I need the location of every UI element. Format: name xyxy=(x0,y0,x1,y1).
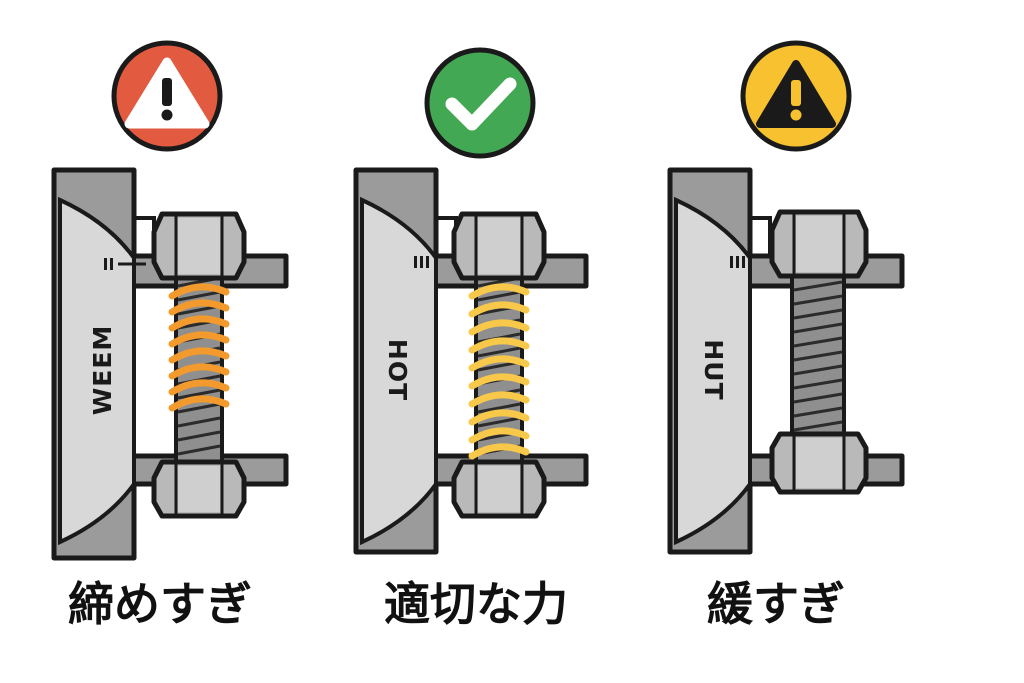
bolt-assembly-over xyxy=(151,211,247,519)
bolt-head-over xyxy=(151,211,247,281)
flange-label-hot: HOT xyxy=(383,339,412,401)
bolt-assembly-proper xyxy=(451,211,547,519)
check-icon xyxy=(445,77,517,131)
nut-over xyxy=(151,459,247,519)
warning-icon xyxy=(124,57,210,129)
bolt-head-loose xyxy=(769,209,869,279)
caption-over-tightened: 締めすぎ xyxy=(68,577,252,631)
nut-loose xyxy=(769,431,869,495)
status-badge-loose xyxy=(740,40,852,152)
spring-coil-proper xyxy=(468,283,530,460)
bolt-assembly-loose xyxy=(769,209,869,495)
panel-over-tightened: WEEM xyxy=(51,40,289,631)
status-badge-proper xyxy=(424,47,536,159)
caption-too-loose: 緩すぎ xyxy=(707,577,845,631)
spring-coil-over xyxy=(168,283,230,412)
panel-too-loose: HUT 緩すぎ xyxy=(667,40,905,631)
nut-proper xyxy=(451,459,547,519)
status-badge-over xyxy=(111,40,223,152)
flange-label-hut: HUT xyxy=(699,339,728,400)
bolt-head-proper xyxy=(451,211,547,281)
badge-circle xyxy=(424,47,536,159)
panel-proper-torque: HOT xyxy=(353,47,589,631)
warning-icon xyxy=(756,60,836,128)
flange-label-weem: WEEM xyxy=(88,325,117,416)
caption-proper-torque: 適切な力 xyxy=(384,577,568,631)
